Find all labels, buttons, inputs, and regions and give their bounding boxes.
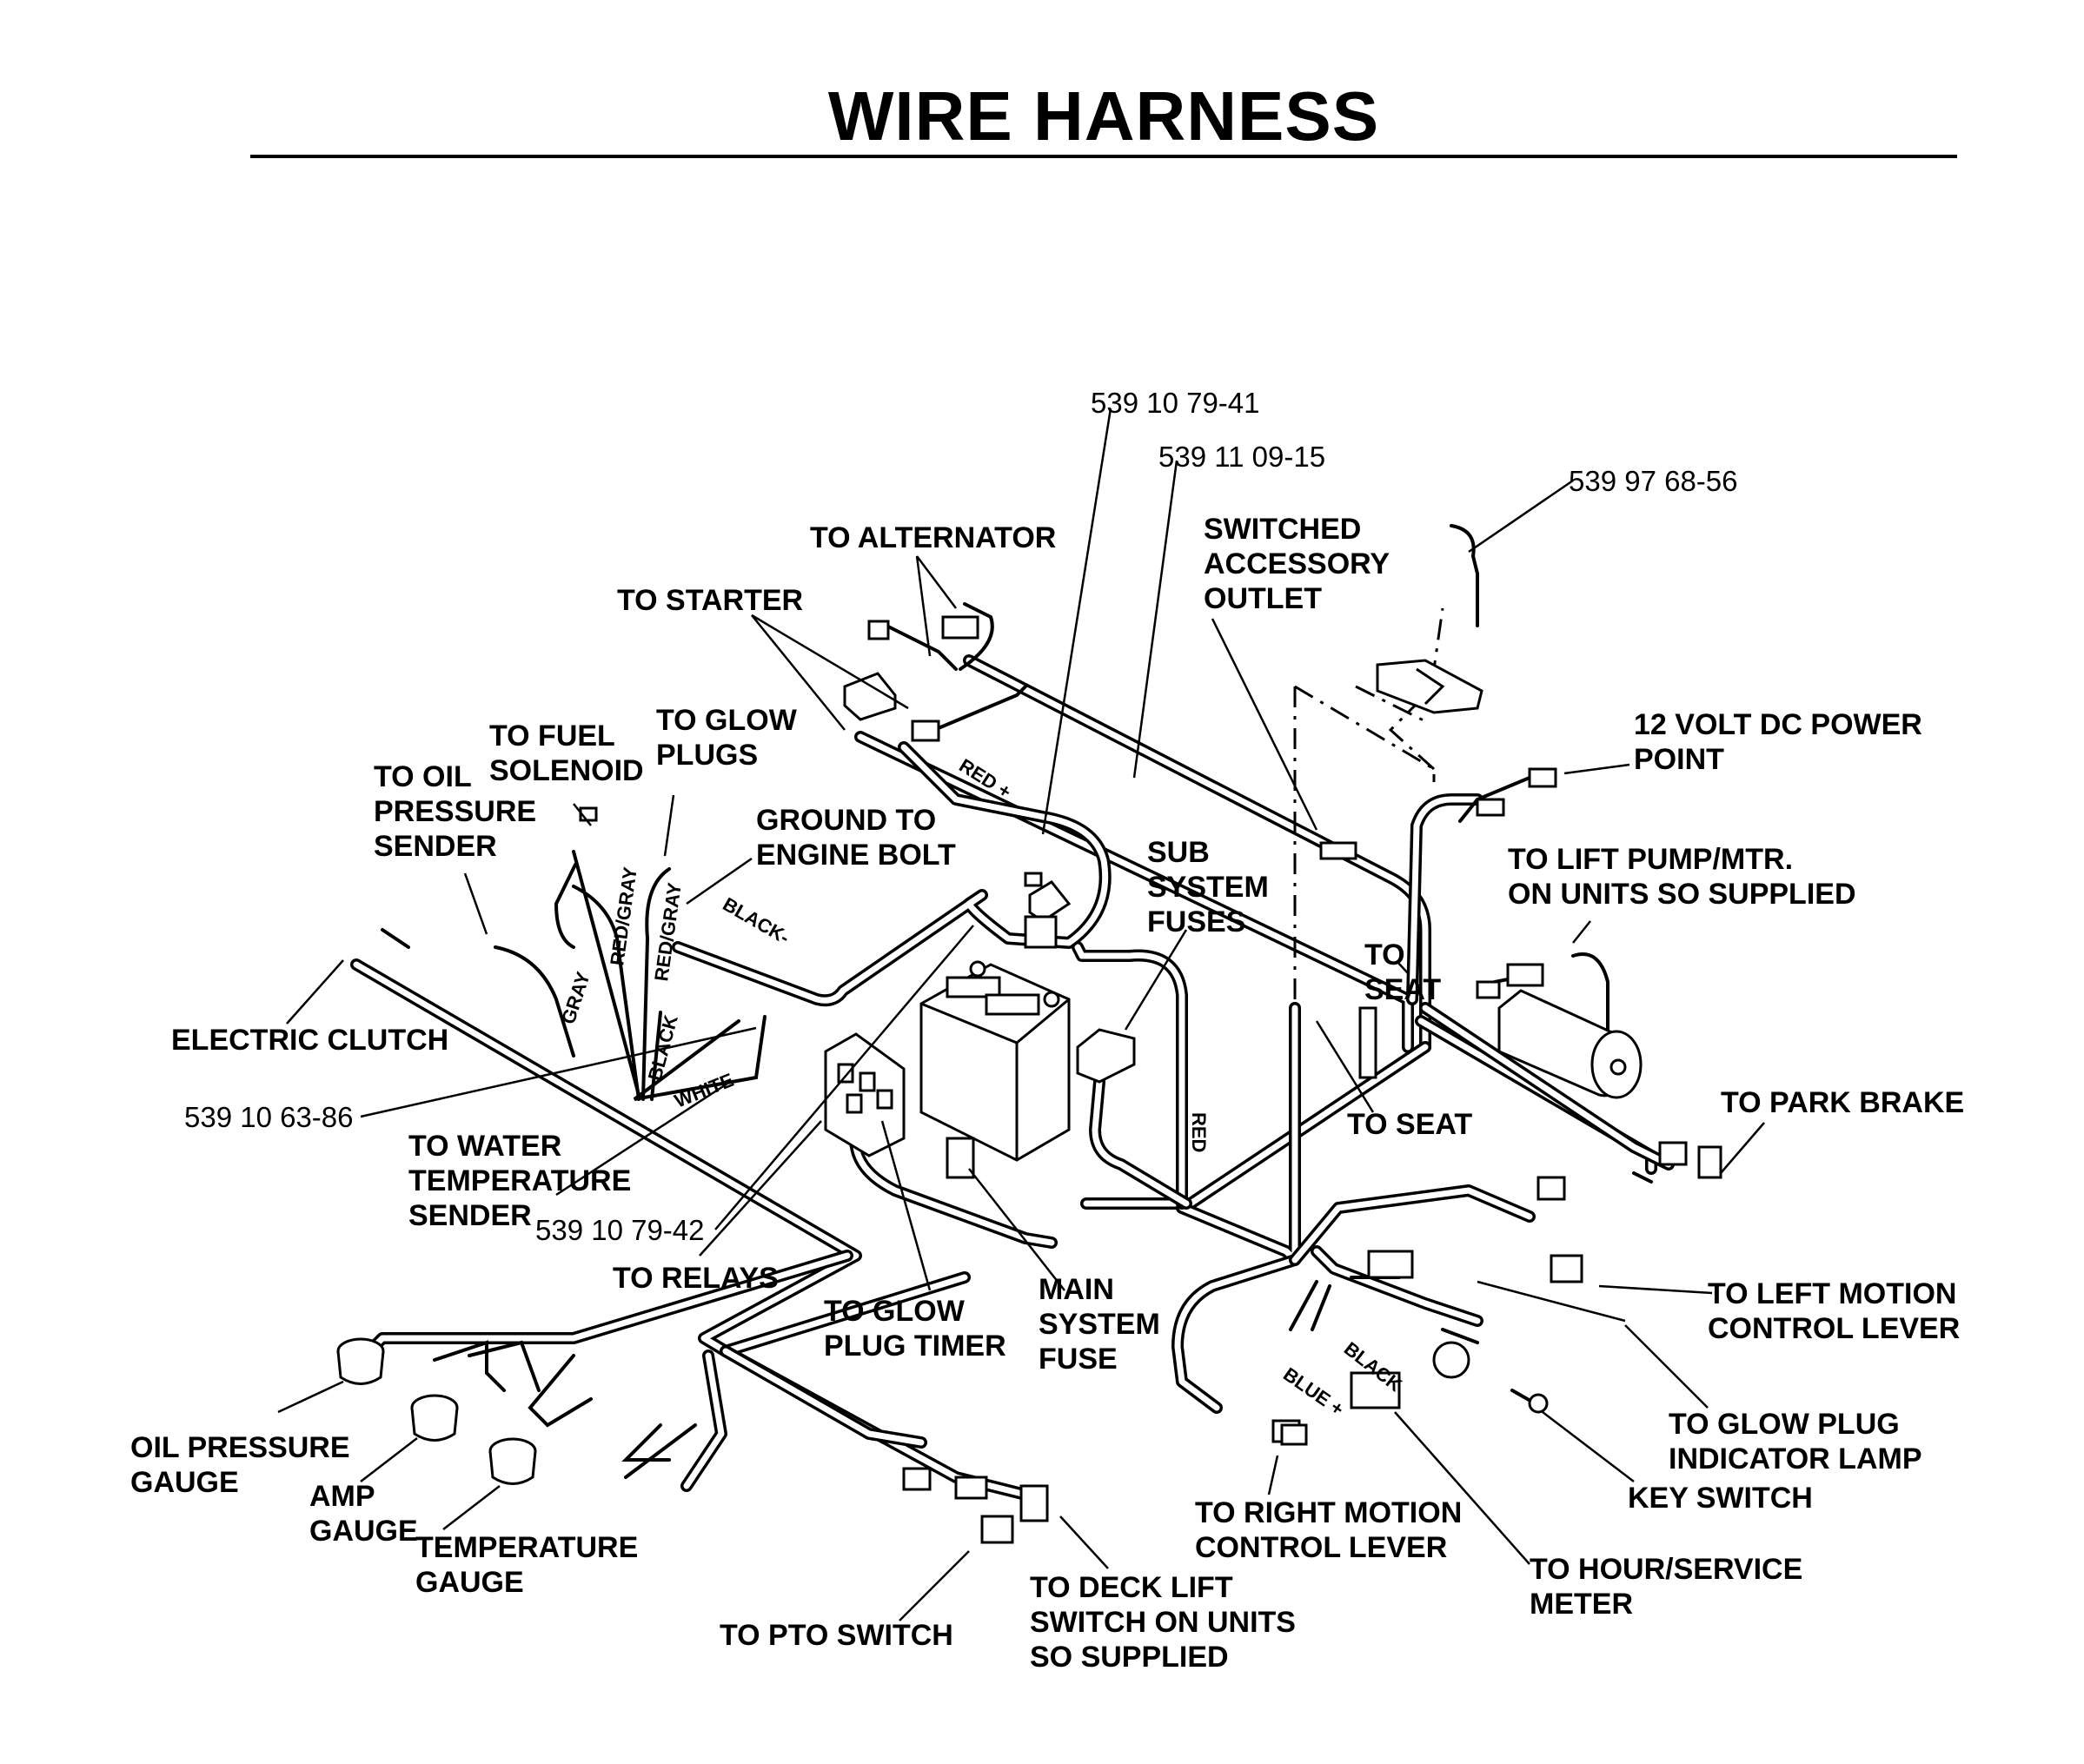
label-ground-to-engine-bolt-1: GROUND TO <box>756 804 936 837</box>
label-to-glow-plugs-1: TO GLOW <box>656 704 798 737</box>
label-ground-to-engine-bolt-2: ENGINE BOLT <box>756 839 956 872</box>
label-to-deck-lift-2: SWITCH ON UNITS <box>1030 1606 1296 1639</box>
part-number-539-11-09-15: 539 11 09-15 <box>1158 441 1325 473</box>
label-12-volt-power-point-1: 12 VOLT DC POWER <box>1634 708 1922 741</box>
label-switched-accessory-1: SWITCHED <box>1204 513 1361 546</box>
part-number-539-10-79-41: 539 10 79-41 <box>1091 387 1260 419</box>
starter-solenoid <box>843 672 897 721</box>
label-to-oil-pressure-sender-2: PRESSURE <box>374 795 536 828</box>
label-to-park-brake: TO PARK BRAKE <box>1721 1086 1964 1119</box>
wire-tag-red-gray-2: RED/GRAY <box>650 881 686 983</box>
wire-tag-gray: GRAY <box>557 969 594 1027</box>
label-to-seat-upper-1: TO <box>1364 938 1405 972</box>
label-to-left-motion-1: TO LEFT MOTION <box>1708 1277 1956 1310</box>
branch-wires <box>381 524 1653 1479</box>
label-sub-system-fuses-2: SYSTEM <box>1147 871 1269 904</box>
wire-tag-white: WHITE <box>672 1069 737 1112</box>
label-main-system-fuse-1: MAIN <box>1039 1273 1114 1306</box>
seat-switch-bracket <box>1376 659 1483 714</box>
label-to-seat-lower: TO SEAT <box>1347 1108 1472 1141</box>
harness-trunks <box>350 654 1675 1501</box>
label-main-system-fuse-3: FUSE <box>1039 1343 1118 1376</box>
label-to-deck-lift-1: TO DECK LIFT <box>1030 1571 1233 1604</box>
label-sub-system-fuses-3: FUSES <box>1147 905 1245 938</box>
label-amp-gauge-1: AMP <box>309 1480 375 1513</box>
label-temperature-gauge-1: TEMPERATURE <box>415 1531 638 1564</box>
label-electric-clutch: ELECTRIC CLUTCH <box>171 1024 448 1057</box>
wire-tag-red-gray-1: RED/GRAY <box>606 865 641 967</box>
label-main-system-fuse-2: SYSTEM <box>1039 1308 1160 1341</box>
label-oil-pressure-gauge-1: OIL PRESSURE <box>130 1431 350 1464</box>
label-to-left-motion-2: CONTROL LEVER <box>1708 1312 1960 1345</box>
gauges <box>336 1337 537 1485</box>
label-to-glow-plug-lamp-1: TO GLOW PLUG <box>1669 1408 1900 1441</box>
lift-pump-motor <box>1497 963 1643 1099</box>
label-to-fuel-solenoid-2: SOLENOID <box>489 754 644 787</box>
label-switched-accessory-2: ACCESSORY <box>1204 547 1390 580</box>
engine-ground-lug <box>1028 880 1072 923</box>
label-to-glow-plug-timer-2: PLUG TIMER <box>824 1330 1006 1363</box>
label-to-right-motion-1: TO RIGHT MOTION <box>1195 1496 1462 1529</box>
label-to-lift-pump-1: TO LIFT PUMP/MTR. <box>1508 843 1793 876</box>
part-number-539-97-68-56: 539 97 68-56 <box>1569 465 1738 497</box>
wire-tag-blue-plus: BLUE + <box>1279 1363 1348 1421</box>
label-to-relays: TO RELAYS <box>613 1262 779 1295</box>
part-numbers: 539 10 79-41 539 11 09-15 539 97 68-56 5… <box>184 387 1738 1246</box>
label-key-switch: KEY SWITCH <box>1628 1482 1813 1515</box>
label-to-lift-pump-2: ON UNITS SO SUPPLIED <box>1508 878 1856 911</box>
glow-plug-timer <box>946 1137 975 1179</box>
title-divider <box>250 155 1957 158</box>
label-to-fuel-solenoid-1: TO FUEL <box>489 720 615 753</box>
label-to-glow-plugs-2: PLUGS <box>656 739 758 772</box>
wire-tag-black: BLACK <box>644 1012 682 1083</box>
label-to-seat-upper-2: SEAT <box>1364 973 1441 1006</box>
label-12-volt-power-point-2: POINT <box>1634 743 1724 776</box>
wire-tag-red: RED <box>1188 1112 1210 1152</box>
part-number-539-10-79-42: 539 10 79-42 <box>535 1214 705 1246</box>
label-to-water-temp-sender-2: TEMPERATURE <box>408 1164 631 1197</box>
label-to-hour-meter-2: METER <box>1530 1588 1633 1621</box>
label-to-oil-pressure-sender-1: TO OIL <box>374 760 472 793</box>
label-to-glow-plug-lamp-2: INDICATOR LAMP <box>1669 1442 1922 1476</box>
label-sub-system-fuses-1: SUB <box>1147 836 1210 869</box>
label-to-hour-meter-1: TO HOUR/SERVICE <box>1530 1553 1802 1586</box>
label-to-starter: TO STARTER <box>617 584 803 617</box>
label-to-alternator: TO ALTERNATOR <box>810 521 1056 554</box>
part-number-539-10-63-86: 539 10 63-86 <box>184 1101 354 1133</box>
label-amp-gauge-2: GAUGE <box>309 1515 418 1548</box>
label-to-right-motion-2: CONTROL LEVER <box>1195 1531 1447 1564</box>
wire-tag-black-minus: BLACK- <box>720 893 794 949</box>
leader-lines <box>277 408 1765 1621</box>
label-to-water-temp-sender-1: TO WATER <box>408 1130 561 1163</box>
sub-fuse-block <box>1076 1028 1136 1084</box>
page-title: WIRE HARNESS <box>827 77 1380 155</box>
label-to-deck-lift-3: SO SUPPLIED <box>1030 1641 1229 1674</box>
connectors <box>579 615 1722 1544</box>
label-to-pto-switch: TO PTO SWITCH <box>720 1619 953 1652</box>
label-to-water-temp-sender-3: SENDER <box>408 1199 532 1232</box>
label-to-oil-pressure-sender-3: SENDER <box>374 830 497 863</box>
label-switched-accessory-3: OUTLET <box>1204 582 1322 615</box>
callout-labels: TO ALTERNATOR TO STARTER SWITCHED ACCESS… <box>130 513 1964 1674</box>
label-to-glow-plug-timer-1: TO GLOW <box>824 1295 966 1328</box>
battery <box>919 960 1071 1162</box>
label-oil-pressure-gauge-2: GAUGE <box>130 1466 239 1499</box>
label-temperature-gauge-2: GAUGE <box>415 1566 524 1599</box>
